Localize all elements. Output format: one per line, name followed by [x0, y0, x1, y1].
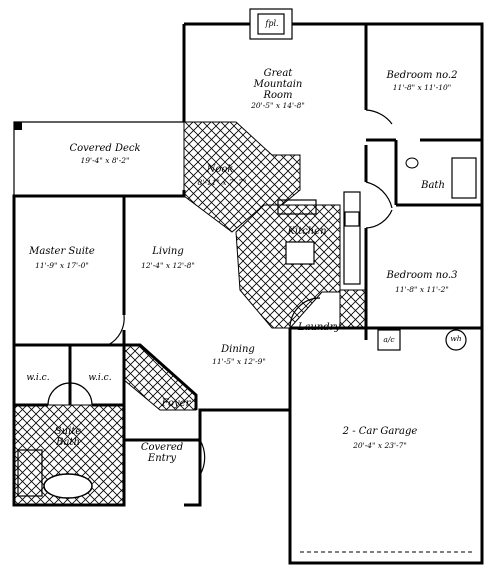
- covered-entry-name: Covered Entry: [140, 442, 184, 464]
- master-suite-name: Master Suite: [29, 246, 95, 257]
- wic-right-name: w.i.c.: [88, 373, 112, 383]
- foyer-tile: [123, 344, 197, 411]
- living-dims: 12'-4" x 12'-8": [141, 261, 195, 270]
- covered-deck-outline: [13, 121, 184, 196]
- wic-left-name: w.i.c.: [26, 373, 50, 383]
- bedroom3-name: Bedroom no.3: [386, 270, 458, 281]
- nook-dims: 8'-11" x 7'-7": [197, 178, 247, 187]
- ac-unit-label: a/c: [383, 335, 395, 344]
- kitchen-name: Kitchen: [287, 226, 327, 237]
- fireplace-label: fpl.: [265, 19, 279, 28]
- garage-fixtures: [300, 329, 472, 553]
- great-room-dims: 20'-5" x 14'-8": [251, 101, 305, 110]
- garage-name: 2 - Car Garage: [342, 426, 418, 437]
- suite-bath-tile: [13, 404, 125, 506]
- dining-dims: 11'-5" x 12'-9": [212, 357, 266, 366]
- bath-name: Bath: [421, 180, 445, 191]
- great-room-name: Great Mountain Room: [253, 68, 303, 101]
- foyer-name: Foyer: [161, 398, 191, 409]
- nook-name: Nook: [206, 164, 234, 175]
- garage-dims: 20'-4" x 23'-7": [353, 441, 407, 450]
- living-name: Living: [152, 246, 184, 257]
- water-heater-label: wh: [450, 334, 462, 343]
- bedroom3-dims: 11'-8" x 11'-2": [395, 285, 449, 294]
- door-swings: [47, 109, 393, 476]
- bedroom2-name: Bedroom no.2: [386, 70, 458, 81]
- bath-fixtures: [405, 157, 477, 199]
- covered-deck-dims: 19'-4" x 8'-2": [80, 156, 130, 165]
- covered-deck-name: Covered Deck: [69, 143, 141, 154]
- bedroom2-dims: 11'-8" x 11'-10": [392, 83, 452, 92]
- master-suite-dims: 11'-9" x 17'-0": [35, 261, 89, 270]
- kitchen-counters: [277, 191, 367, 329]
- kitchen-floor-tile: [183, 121, 341, 329]
- suite-bath-name: Suite Bath: [54, 426, 82, 448]
- dining-name: Dining: [221, 344, 255, 355]
- laundry-name: Laundry: [297, 322, 341, 333]
